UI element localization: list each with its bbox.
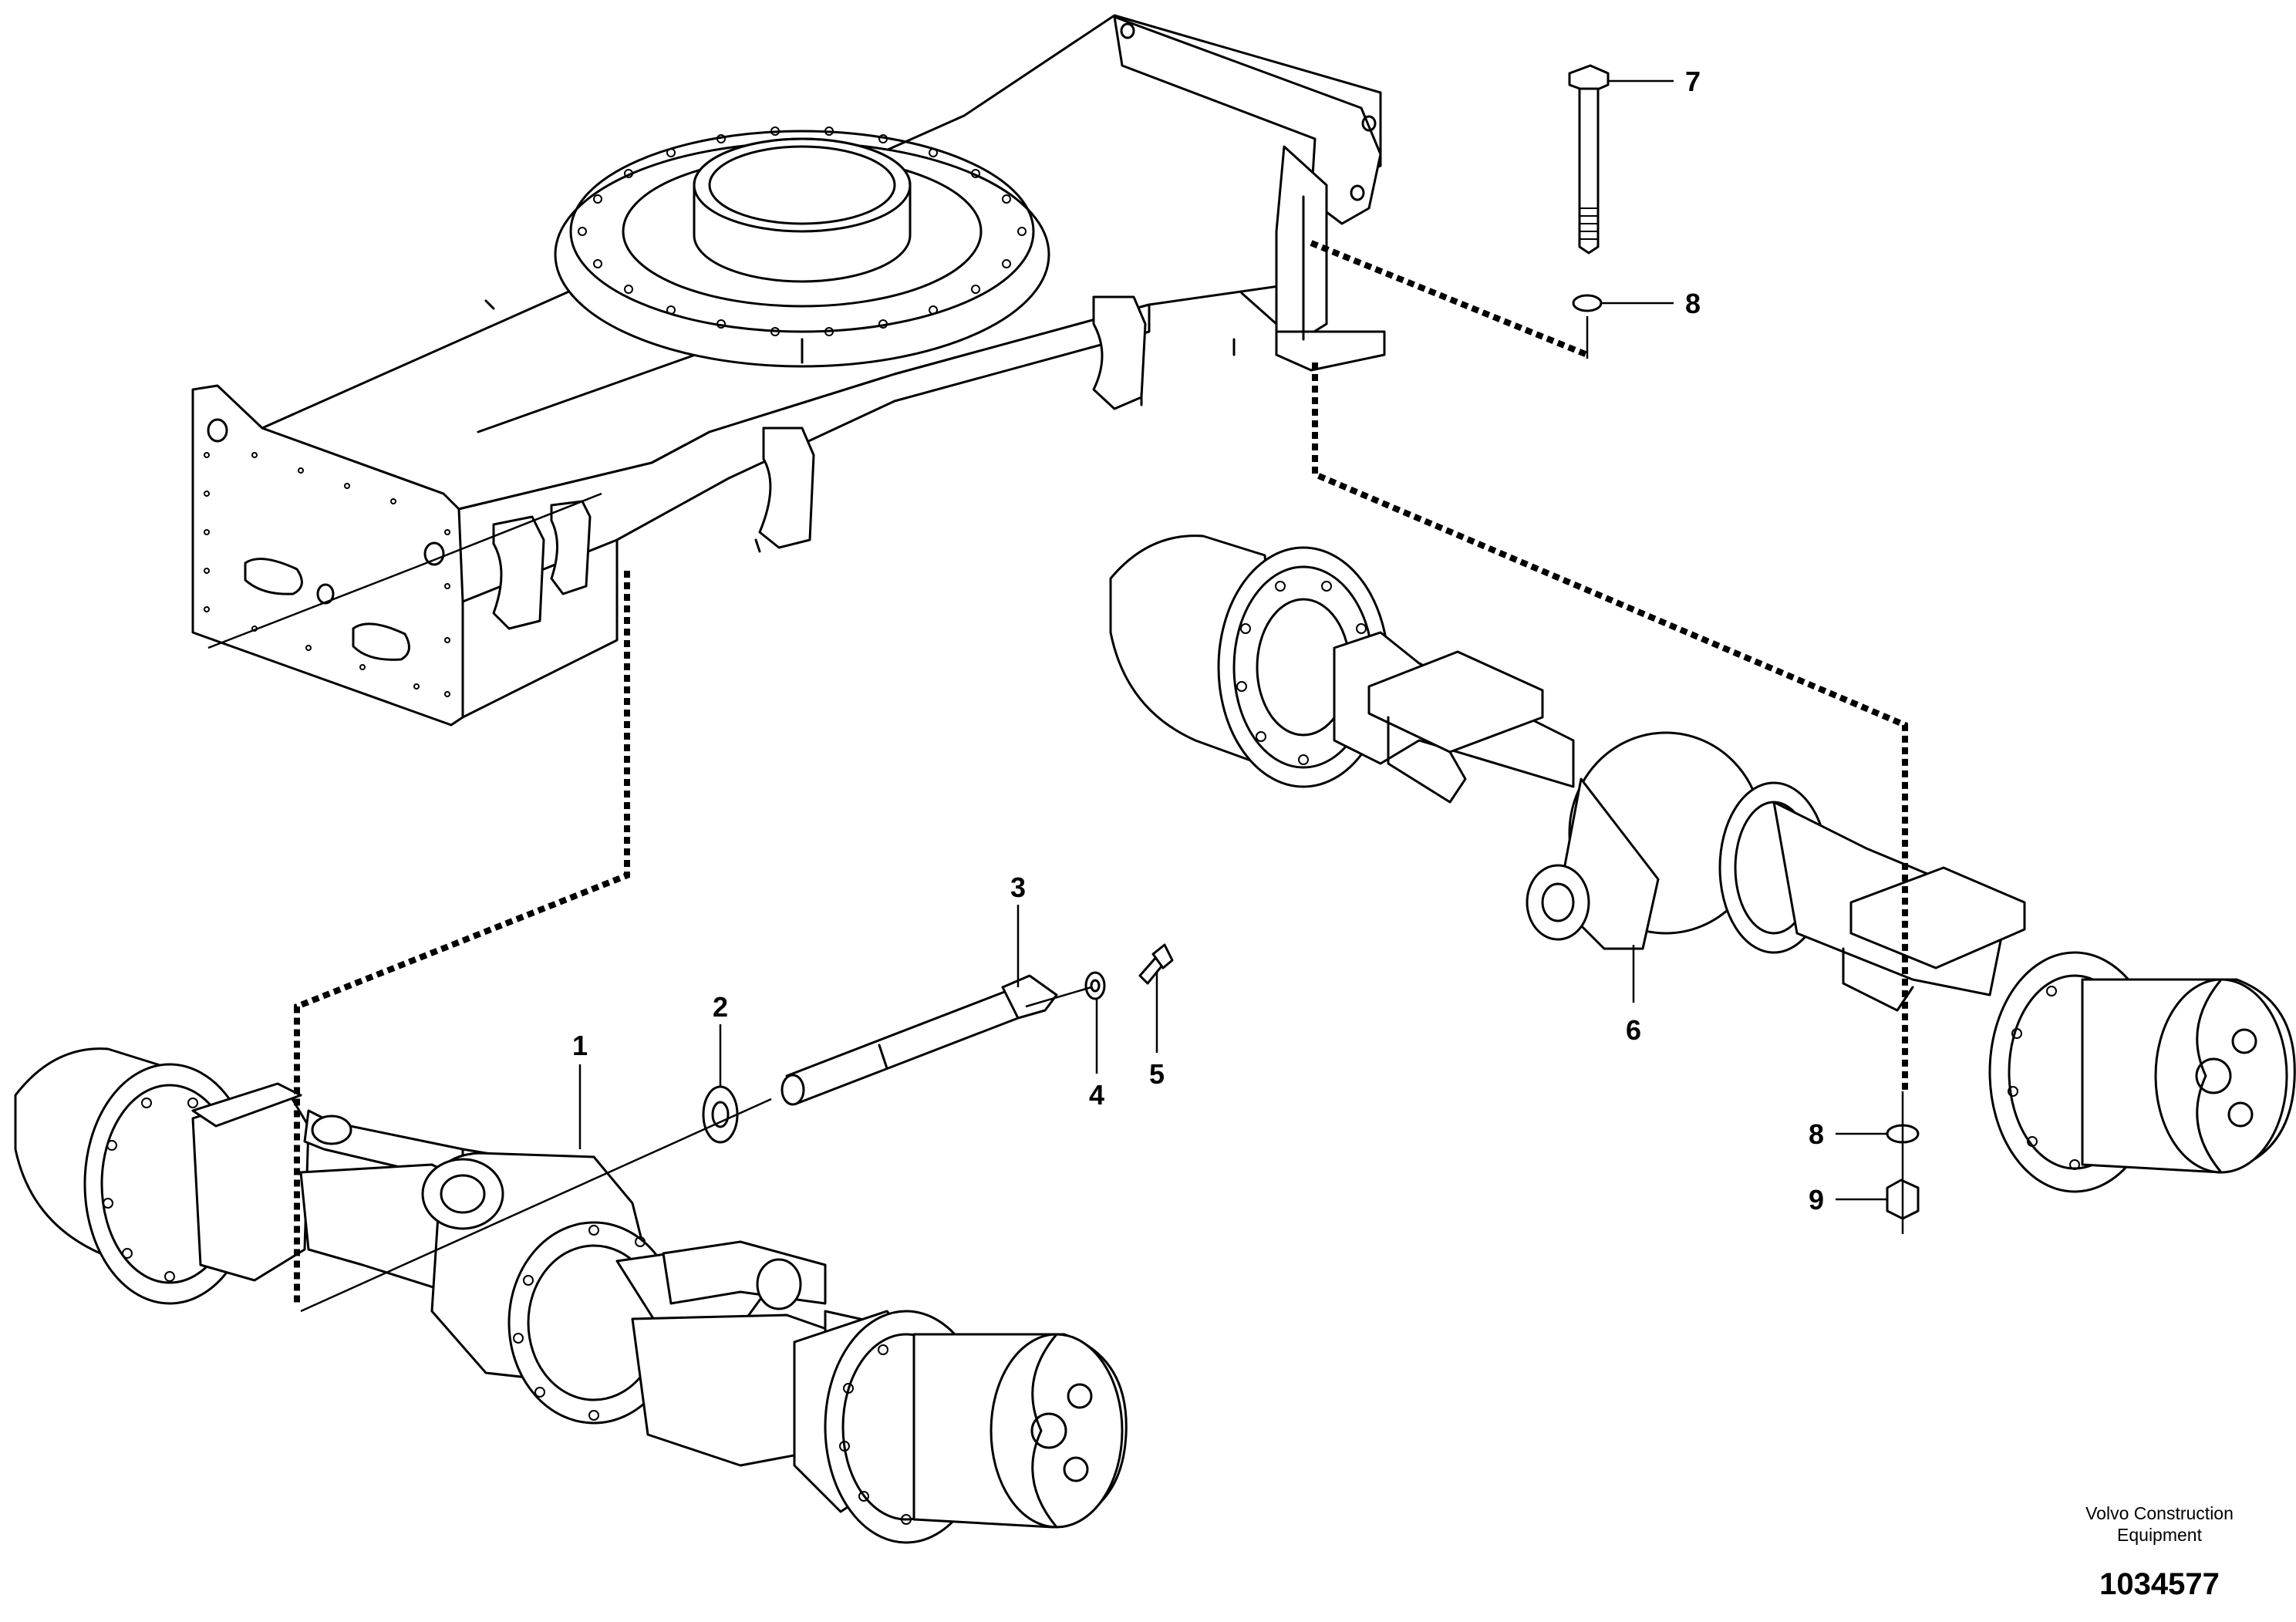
- callouts: 1 2 3 4 5 6 7 8 8 9: [572, 66, 1824, 1216]
- credit-line-2: Equipment: [2117, 1525, 2203, 1545]
- credit-line-1: Volvo Construction: [2085, 1503, 2234, 1523]
- rear-axle: [1109, 534, 2296, 1193]
- leader-lines: [578, 79, 1887, 1201]
- callout-8-top: 8: [1685, 288, 1701, 319]
- footer: Volvo Construction Equipment 1034577: [2085, 1503, 2234, 1601]
- bolt-part-5: [1138, 943, 1174, 985]
- bolt-part-7: [1568, 64, 1610, 255]
- loose-parts: [300, 943, 1174, 1313]
- callout-5: 5: [1149, 1058, 1165, 1090]
- document-number: 1034577: [2099, 1567, 2220, 1601]
- washer-part-2: [702, 1085, 739, 1144]
- callout-3: 3: [1010, 872, 1026, 903]
- washer-part-8-top: [1572, 294, 1603, 312]
- front-axle: [14, 1047, 1128, 1544]
- callout-2: 2: [713, 991, 728, 1023]
- washer-part-4: [1084, 971, 1106, 1000]
- callout-9: 9: [1809, 1184, 1824, 1216]
- fasteners: [1568, 64, 1920, 1220]
- assembly-lines: [207, 240, 1908, 1303]
- callout-8-bottom: 8: [1809, 1118, 1824, 1150]
- callout-6: 6: [1626, 1014, 1641, 1046]
- callout-7: 7: [1685, 66, 1701, 97]
- callout-1: 1: [572, 1030, 588, 1061]
- frame-carrier: [191, 14, 1386, 727]
- callout-4: 4: [1089, 1079, 1104, 1111]
- pin-part-3: [781, 974, 1058, 1106]
